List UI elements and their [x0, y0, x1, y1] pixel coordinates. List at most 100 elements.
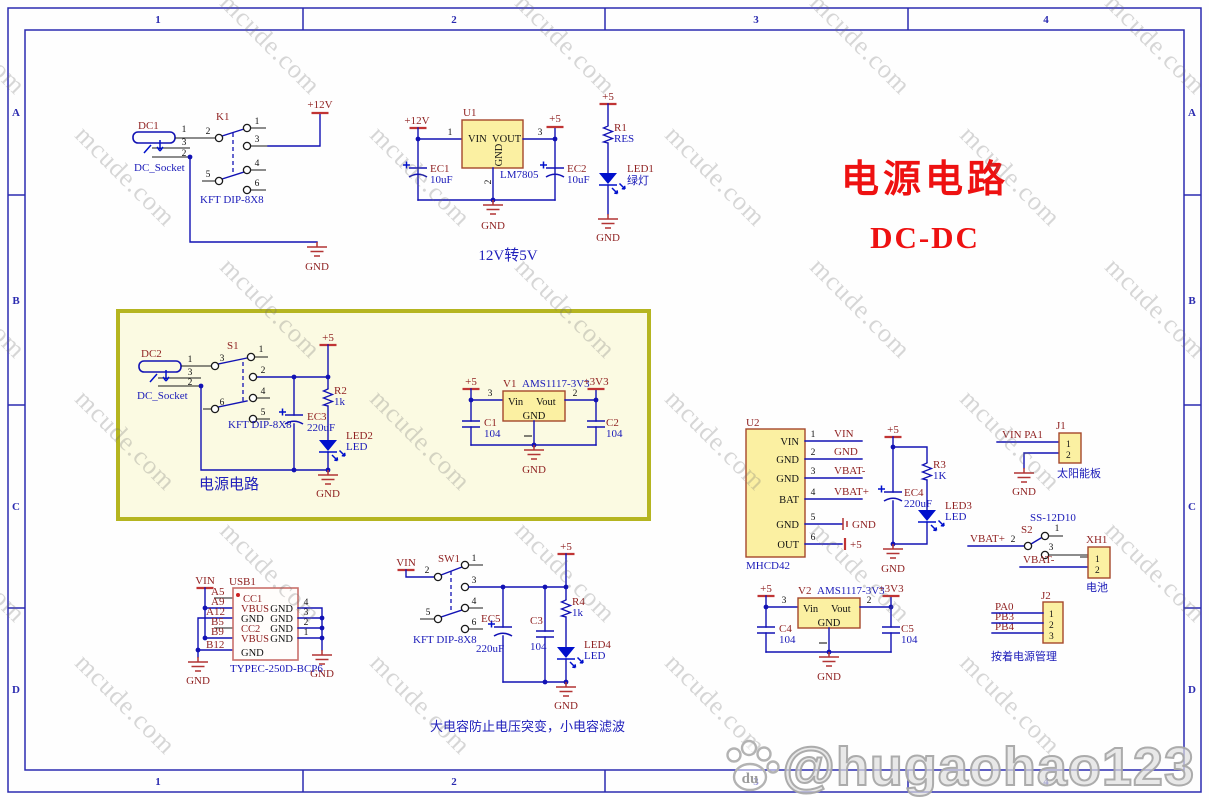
c2-ref: C2: [606, 417, 619, 429]
usb1-rgnd1: GND: [270, 604, 293, 615]
frame-col-4-bottom: 4: [1043, 776, 1049, 788]
dc1-pin3: 3: [182, 138, 187, 148]
block-switched-filter: VIN SW1 2 1 3 4 5 6 KFT DIP-8X8 +5 R4 1k…: [396, 541, 625, 734]
v2-ref: V2: [798, 585, 811, 597]
frame-row-c-left: C: [12, 501, 20, 513]
j2-value: 按着电源管理: [991, 649, 1057, 663]
frame-col-1-bottom: 1: [155, 776, 161, 788]
v1-pin2-num: 2: [573, 389, 578, 399]
ec1-value: 10uF: [430, 174, 453, 186]
ec2-value: 10uF: [567, 174, 590, 186]
ec5-ref: EC5: [481, 613, 501, 625]
block-highlighted-power: DC2 1 3 2 DC_Socket S1 3 1 2 4 6 5 KFT D…: [116, 309, 651, 521]
block-power-led: +5 R1 RES LED1 绿灯 GND: [596, 91, 654, 244]
block-battery: SS-12D10 S2 VBAT+ 2 1 3 VBAT- XH1 1 2 电池: [967, 512, 1111, 594]
usb1-ref: USB1: [229, 576, 256, 588]
sw-gnd: GND: [554, 700, 578, 712]
c3-value: 104: [530, 641, 547, 653]
c3-ref: C3: [530, 615, 543, 627]
dc1-ref: DC1: [138, 120, 159, 132]
usb-vin-power: VIN: [195, 575, 215, 587]
v2-pin3-num: 3: [782, 596, 787, 606]
k1-pin4: 4: [255, 159, 260, 169]
s2-pin1: 1: [1055, 524, 1060, 534]
u2-pin-gnd3: GND: [776, 520, 799, 531]
usb1-num1: 1: [304, 628, 309, 638]
caption-highlight: 电源电路: [199, 476, 259, 493]
k1-pin1: 1: [255, 117, 260, 127]
u2-num1: 1: [811, 430, 816, 440]
usb1-body: [232, 587, 299, 661]
caption-12v-to-5v: 12V转5V: [478, 247, 537, 264]
title-line1: 电源电路: [841, 159, 1009, 201]
ec1-ref: EC1: [430, 163, 450, 175]
sw1-ref: SW1: [438, 553, 460, 565]
sw1-value: KFT DIP-8X8: [413, 634, 477, 646]
usb1-rgnd2: GND: [270, 614, 293, 625]
v1-pin-vin: Vin: [508, 397, 524, 408]
frame-col-2-top: 2: [451, 14, 457, 26]
block-5v-regulator: +12V 1 U1 VIN VOUT GND LM7805 3 +5 EC1 1…: [402, 107, 590, 264]
usb1-net-b12: B12: [206, 639, 224, 651]
net-pb3: PB3: [995, 611, 1014, 623]
v1-pin-vout: Vout: [536, 397, 556, 408]
u2-pin6-5v: +5: [850, 539, 862, 551]
u1-gnd-label: GND: [481, 220, 505, 232]
v1-5v-power: +5: [465, 376, 477, 388]
block-pm-header: J2 1 2 3 PA0 PB3 PB4 按着电源管理: [991, 590, 1064, 663]
frame-row-d-right: D: [1188, 684, 1196, 696]
net-vbatp: VBAT+: [970, 533, 1005, 545]
s1-pin6: 6: [220, 398, 225, 408]
xh1-ref: XH1: [1086, 534, 1107, 546]
j1-net: VIN PA1: [1002, 429, 1043, 441]
j1-pin2: 2: [1066, 451, 1071, 461]
block-12v-input: DC1 1 3 2 DC_Socket K1 2 1 3 4 5 6 KFT D…: [132, 99, 333, 273]
r1-value: RES: [614, 133, 634, 145]
c5-value: 104: [901, 634, 918, 646]
u1-pin-gnd: GND: [494, 143, 505, 166]
v2-5v-power: +5: [760, 583, 772, 595]
c2-value: 104: [606, 428, 623, 440]
k1-ref: K1: [216, 111, 229, 123]
sw1-pin2: 2: [425, 566, 430, 576]
sw1-pin6: 6: [472, 618, 477, 628]
u2-net-vin: VIN: [834, 428, 854, 440]
s1-pin2: 2: [261, 366, 266, 376]
s1-pin1: 1: [259, 345, 264, 355]
sw1-pin4: 4: [472, 597, 477, 607]
usb1-value: TYPEC-250D-BCP6: [230, 663, 323, 675]
u1-vin-power: +12V: [404, 115, 429, 127]
usb1-num2: 2: [304, 618, 309, 628]
usb1-cc2: CC2: [241, 624, 260, 635]
led1-ref: LED1: [627, 163, 654, 175]
s2-ref: S2: [1021, 524, 1033, 536]
led3-value: LED: [945, 511, 966, 523]
usb1-net-a5: A5: [211, 586, 225, 598]
dc2-pin3: 3: [188, 368, 193, 378]
block-charger: U2 MHCD42 VIN GND GND BAT GND OUT 1 2 3 …: [745, 417, 972, 575]
usb1-cc1: CC1: [243, 594, 262, 605]
usb1-gnd1: GND: [241, 614, 264, 625]
c5-ref: C5: [901, 623, 914, 635]
ec5-value: 220uF: [476, 643, 504, 655]
u2-num2: 2: [811, 448, 816, 458]
u1-pin3-num: 3: [538, 128, 543, 138]
s2-pin2: 2: [1011, 535, 1016, 545]
v2-pin-vout: Vout: [831, 604, 851, 615]
xh1-pin2: 2: [1095, 566, 1100, 576]
v2-body: [797, 597, 861, 629]
sheet-frame: 1 2 3 4 1 2 3 4 A B C D A B C D: [7, 7, 1202, 793]
u2-pin-gnd1: GND: [776, 455, 799, 466]
led3-ref: LED3: [945, 500, 972, 512]
xh1-pin1: 1: [1095, 555, 1100, 565]
c1-value: 104: [484, 428, 501, 440]
u2-value: MHCD42: [746, 560, 790, 572]
u2-pin5-gnd: GND: [852, 519, 876, 531]
net-pa0: PA0: [995, 601, 1014, 613]
dc2-pin1: 1: [188, 355, 193, 365]
usb1-num3: 3: [304, 608, 309, 618]
sw-5v-power: +5: [560, 541, 572, 553]
usb1-rgnd4: GND: [270, 634, 293, 645]
j2-pin1: 1: [1049, 610, 1054, 620]
